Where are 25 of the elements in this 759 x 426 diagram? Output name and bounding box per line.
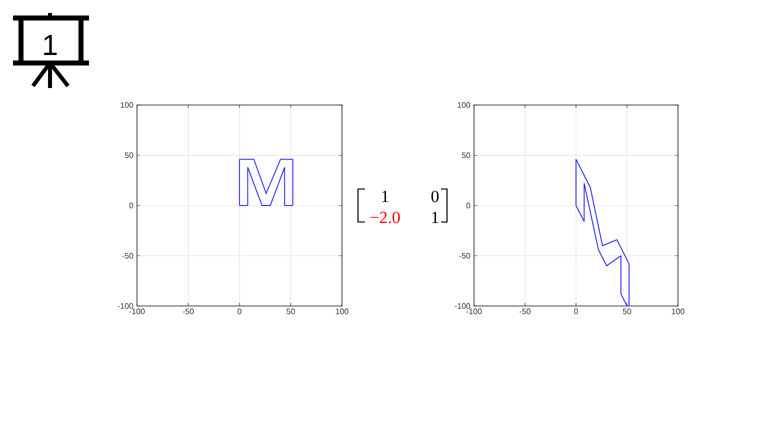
y-tick-label: 0: [466, 202, 470, 208]
y-tick-label: -50: [122, 252, 134, 259]
y-tick-label: 100: [458, 102, 470, 108]
x-tick-label: -100: [129, 308, 145, 314]
x-tick-label: -50: [520, 308, 530, 314]
y-tick-label: 50: [462, 152, 470, 158]
x-tick-label: -50: [182, 308, 194, 314]
x-tick-label: 50: [622, 308, 632, 314]
y-tick-label: -100: [118, 303, 134, 309]
x-tick-label: 0: [574, 308, 578, 314]
x-tick-label: 100: [672, 308, 684, 314]
x-tick-label: 100: [336, 308, 348, 314]
matrix-entry: 0: [431, 190, 439, 202]
matrix-entry: 1: [382, 190, 388, 202]
x-tick-label: 50: [286, 308, 295, 314]
y-tick-label: 100: [120, 102, 134, 108]
x-tick-label: -100: [466, 308, 482, 314]
matrix-entry: 1: [432, 212, 438, 223]
y-tick-label: 0: [129, 202, 134, 208]
slide-number: 1: [44, 35, 57, 55]
y-tick-label: 50: [124, 152, 134, 158]
y-tick-label: -50: [459, 252, 470, 259]
y-tick-label: -100: [454, 303, 470, 309]
x-tick-label: 0: [238, 308, 242, 314]
matrix-entry: −2.0: [370, 212, 400, 224]
